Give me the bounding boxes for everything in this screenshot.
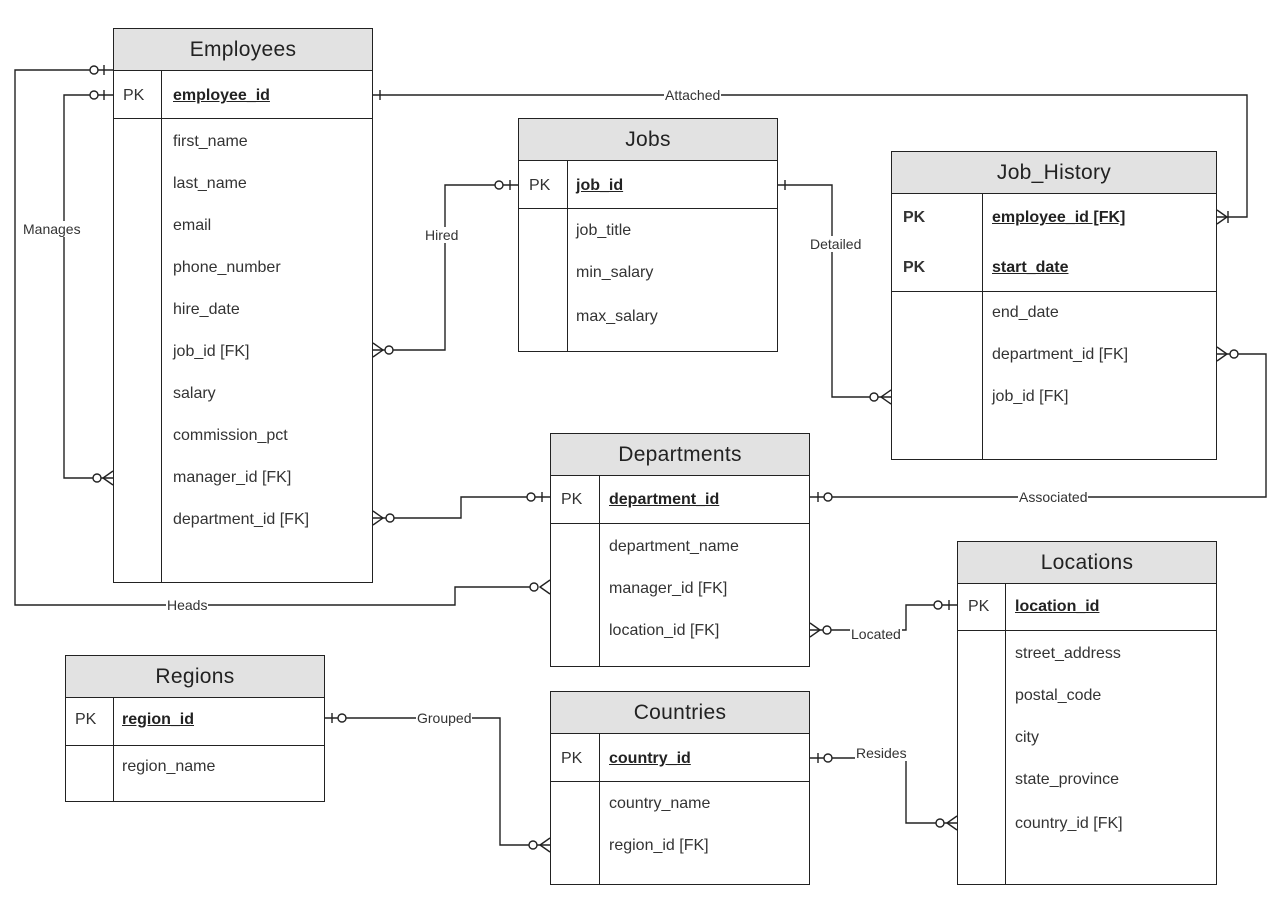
field: manager_id [FK] (609, 580, 728, 597)
entity-title: Locations (958, 542, 1216, 584)
pk-tag: PK (75, 711, 97, 728)
pk-field: location_id (1015, 598, 1100, 615)
field: postal_code (1015, 687, 1102, 704)
entity-title: Jobs (519, 119, 777, 161)
field: salary (173, 385, 216, 402)
field: country_name (609, 795, 711, 812)
rel-label-grouped: Grouped (416, 710, 473, 726)
field: job_title (576, 222, 632, 239)
pk-tag: PK (561, 491, 583, 508)
field: department_id [FK] (173, 511, 310, 528)
pk-field: region_id (122, 711, 195, 728)
entity-title: Departments (551, 434, 809, 476)
pk-tag: PK (123, 87, 145, 104)
pk-tag: PK (903, 259, 926, 276)
rel-label-manages: Manages (22, 221, 82, 237)
field: commission_pct (173, 427, 288, 444)
heads-line (14, 69, 534, 606)
field: state_province (1015, 771, 1120, 788)
field: department_id [FK] (992, 346, 1129, 363)
field: first_name (173, 133, 248, 150)
field: city (1015, 729, 1039, 746)
detailed-line (778, 184, 891, 398)
entity-countries[interactable]: Countries PK country_id country_name reg… (550, 691, 810, 885)
grouped-line (325, 717, 550, 846)
field: street_address (1015, 645, 1121, 662)
hired-line (373, 184, 518, 351)
resides-line (810, 757, 957, 824)
rel-label-resides: Resides (855, 745, 908, 761)
pk-field: department_id (609, 491, 720, 508)
field: country_id [FK] (1015, 815, 1123, 832)
attached-line (373, 94, 1248, 218)
field: department_name (609, 538, 739, 555)
field: manager_id [FK] (173, 469, 292, 486)
entity-departments[interactable]: Departments PK department_id department_… (550, 433, 810, 667)
field: location_id [FK] (609, 622, 720, 639)
entity-regions[interactable]: Regions PK region_id region_name (65, 655, 325, 802)
pk-field: country_id (609, 750, 691, 767)
pk-tag: PK (529, 177, 551, 194)
field: region_name (122, 758, 216, 775)
rel-label-associated: Associated (1018, 489, 1089, 505)
entity-title: Regions (66, 656, 324, 698)
pk-tag: PK (903, 209, 926, 226)
rel-label-located: Located (850, 626, 902, 642)
pk-field: job_id (576, 177, 624, 194)
entity-title: Countries (551, 692, 809, 734)
pk-field: employee_id (173, 87, 270, 104)
field: max_salary (576, 308, 658, 325)
pk-field: start_date (992, 259, 1069, 276)
entity-jobs[interactable]: Jobs PK job_id job_title min_salary max_… (518, 118, 778, 352)
field: phone_number (173, 259, 281, 276)
rel-label-detailed: Detailed (809, 236, 863, 252)
field: job_id [FK] (173, 343, 250, 360)
entity-employees[interactable]: Employees PK employee_id first_name last… (113, 28, 373, 583)
field: min_salary (576, 264, 654, 281)
field: region_id [FK] (609, 837, 709, 854)
entity-title: Employees (114, 29, 372, 71)
field: last_name (173, 175, 247, 192)
rel-label-hired: Hired (424, 227, 460, 243)
pk-field: employee_id [FK] (992, 209, 1126, 226)
field: email (173, 217, 212, 234)
pk-tag: PK (561, 750, 583, 767)
rel-label-attached: Attached (664, 87, 722, 103)
entity-job-history[interactable]: Job_History PK employee_id [FK] PK start… (891, 151, 1217, 460)
field: hire_date (173, 301, 240, 318)
manages-line (63, 94, 113, 479)
entity-title: Job_History (892, 152, 1216, 194)
field: job_id [FK] (992, 388, 1069, 405)
rel-label-heads: Heads (166, 597, 209, 613)
field: end_date (992, 304, 1059, 321)
employee-department-line (373, 496, 550, 519)
entity-locations[interactable]: Locations PK location_id street_address … (957, 541, 1217, 885)
pk-tag: PK (968, 598, 990, 615)
